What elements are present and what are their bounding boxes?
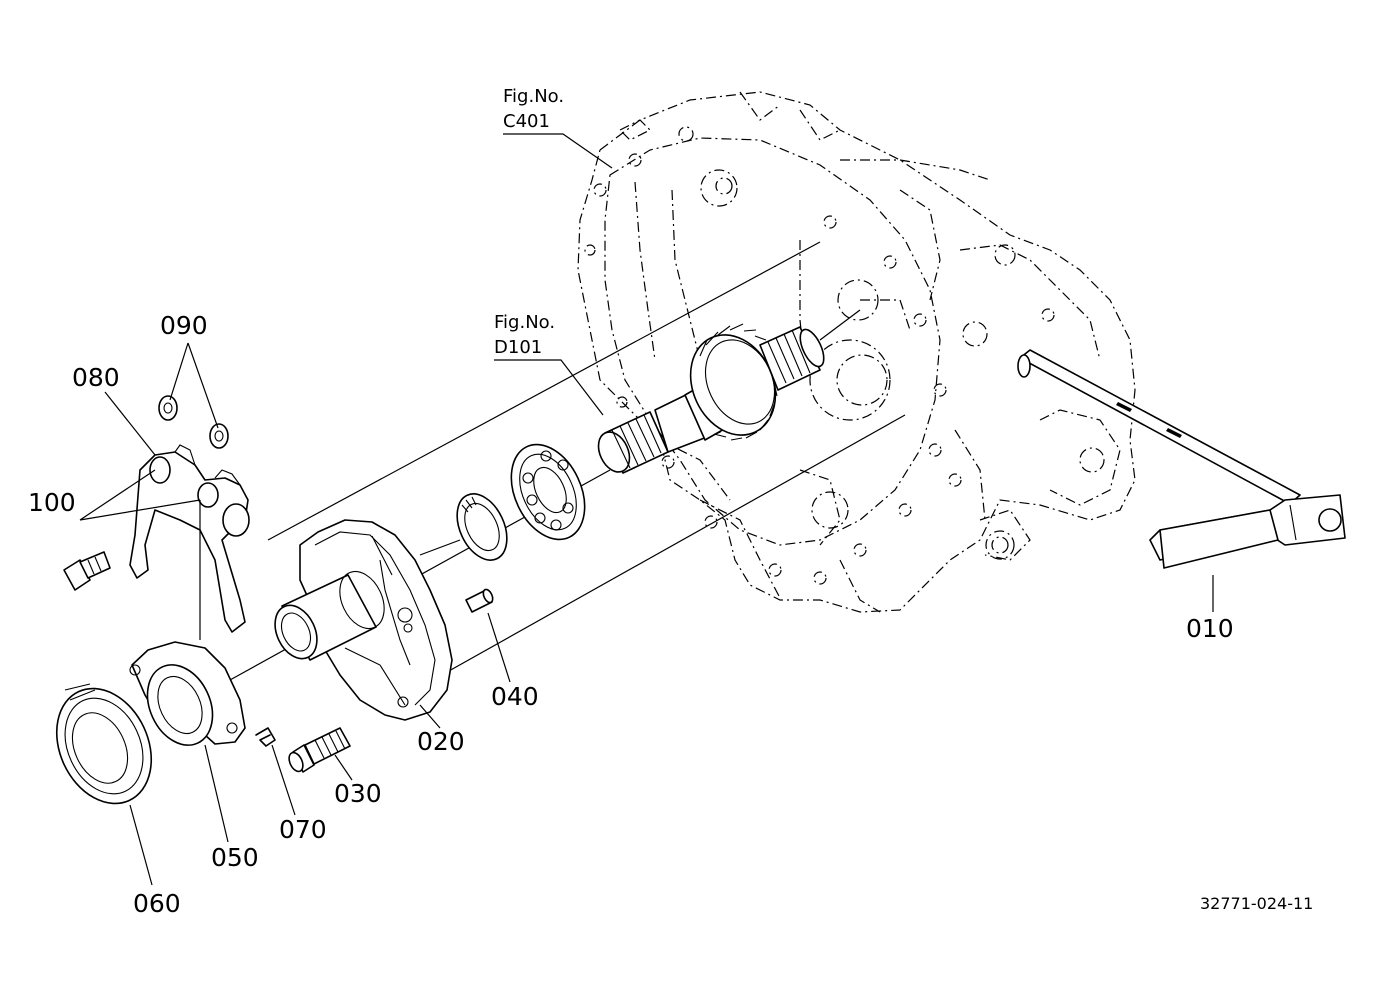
bolt-100 <box>63 551 111 591</box>
leader-020 <box>419 704 441 729</box>
shift-shaft-lever-010 <box>1017 349 1346 569</box>
callout-060: 060 <box>133 889 181 918</box>
fig-ref-label-d101: Fig.No. <box>494 312 555 333</box>
pin-040 <box>465 588 494 613</box>
leader-040 <box>487 612 511 683</box>
callout-030: 030 <box>334 779 382 808</box>
fig-ref-number-c401: C401 <box>503 111 550 132</box>
clutch-housing-outline <box>577 91 1136 613</box>
fig-ref-label-c401: Fig.No. <box>503 86 564 107</box>
fig-ref-number-d101: D101 <box>494 337 542 358</box>
oil-seal <box>456 493 508 561</box>
leader-c401 <box>503 133 613 169</box>
leader-080 <box>104 391 156 456</box>
release-bearing-060 <box>55 683 153 805</box>
callout-040: 040 <box>491 682 539 711</box>
callout-020: 020 <box>417 727 465 756</box>
leader-lines <box>79 342 1214 886</box>
leader-d101 <box>494 359 604 416</box>
leader-050 <box>204 744 229 843</box>
bolt-030 <box>288 727 351 773</box>
callout-100: 100 <box>28 488 76 517</box>
bearing-holder-020 <box>274 519 453 721</box>
callout-070: 070 <box>279 815 327 844</box>
callout-010: 010 <box>1186 614 1234 643</box>
figure-reference-d101: Fig.No. D101 <box>494 312 604 416</box>
release-hub-050 <box>129 641 246 746</box>
clip-070 <box>255 727 276 747</box>
document-number: 32771-024-11 <box>1200 894 1313 913</box>
figure-reference-c401: Fig.No. C401 <box>503 86 613 169</box>
callout-labels: 010 020 030 040 050 060 070 080 090 100 <box>28 311 1234 918</box>
leader-070 <box>271 744 296 816</box>
callout-080: 080 <box>72 363 120 392</box>
leader-030 <box>334 754 353 781</box>
leader-100 <box>79 469 201 640</box>
input-shaft-gear <box>597 323 825 474</box>
washers-090 <box>158 395 229 449</box>
leader-090 <box>169 342 219 429</box>
release-fork-080 <box>129 444 250 633</box>
leader-060 <box>129 804 153 886</box>
ball-bearing <box>510 443 586 541</box>
callout-090: 090 <box>160 311 208 340</box>
callout-050: 050 <box>211 843 259 872</box>
